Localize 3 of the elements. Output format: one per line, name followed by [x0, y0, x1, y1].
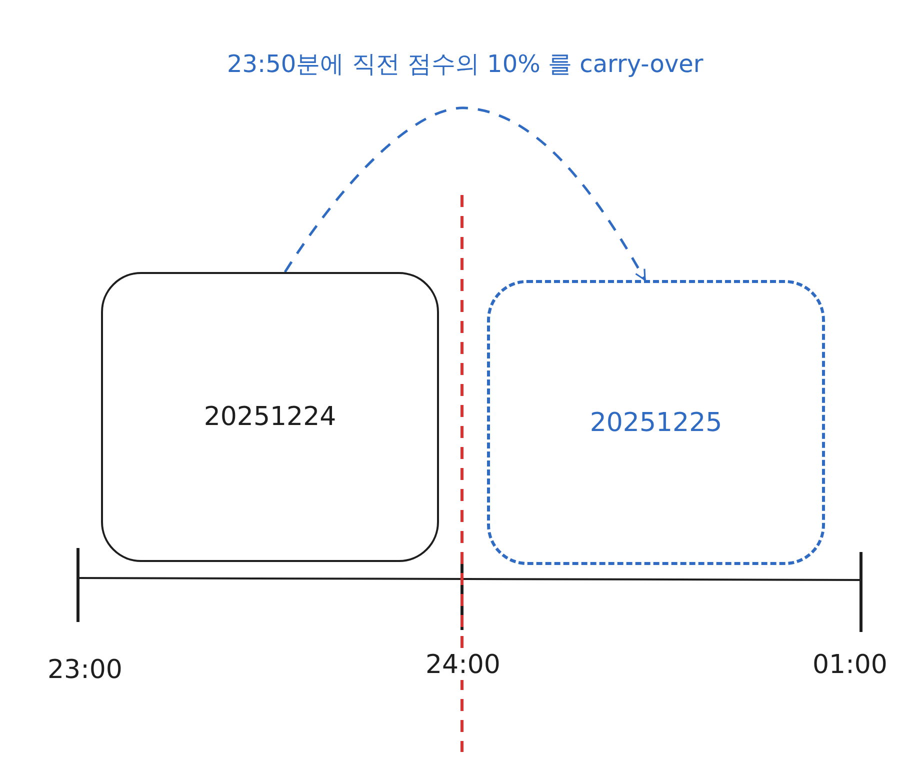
time-box: 20251225: [487, 280, 825, 565]
time-box: 20251224: [101, 272, 439, 562]
arrow: [284, 106, 646, 281]
